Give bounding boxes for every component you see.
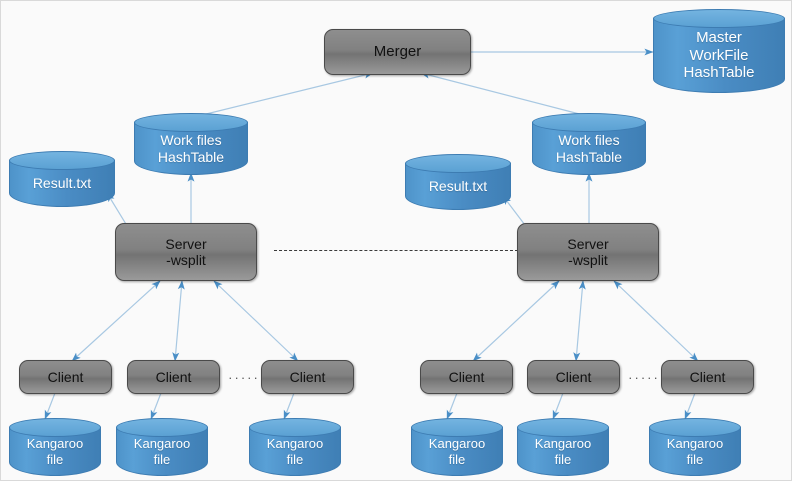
right-file-2-line-2: file xyxy=(554,451,572,467)
node-right-client-2[interactable]: Client xyxy=(527,360,620,394)
right-server-line-1: Server xyxy=(567,235,609,252)
edge-left-server-client-2 xyxy=(172,280,185,362)
node-left-result-file-label: Result.txt xyxy=(32,175,92,192)
edge-right-server-client-3 xyxy=(613,280,699,362)
edge-left-client-file-3 xyxy=(283,392,295,420)
node-left-workfiles-hashtable-label: Work files HashTable xyxy=(134,122,248,175)
node-master-workfile-hashtable[interactable]: Master WorkFile HashTable xyxy=(653,9,785,93)
left-server-line-1: Server xyxy=(165,235,207,252)
right-file-2-line-1: Kangaroo xyxy=(534,436,592,452)
edge-left-server-client-3 xyxy=(213,280,299,362)
cylinder-body xyxy=(249,427,341,476)
node-left-server[interactable]: Server -wsplit xyxy=(115,223,257,281)
node-right-workfiles-hashtable-label: Work files HashTable xyxy=(532,122,646,175)
node-left-result-file[interactable]: Result.txt xyxy=(9,151,115,207)
node-right-kangaroo-file-1[interactable]: Kangaroo file xyxy=(411,418,503,476)
edge-left-server-client-1 xyxy=(71,280,161,362)
edge-left-workfiles-to-merger xyxy=(193,71,374,118)
right-client-ellipsis: ····· xyxy=(628,369,660,385)
node-master-workfile-hashtable-label: Master WorkFile HashTable xyxy=(653,18,785,93)
right-workfiles-line-2: HashTable xyxy=(555,148,623,165)
node-left-kangaroo-file-3[interactable]: Kangaroo file xyxy=(249,418,341,476)
node-right-workfiles-hashtable[interactable]: Work files HashTable xyxy=(532,113,646,175)
master-line-1: Master xyxy=(696,28,742,46)
edge-right-server-client-1 xyxy=(472,280,560,362)
node-left-kangaroo-file-1-label: Kangaroo file xyxy=(9,427,101,476)
right-server-line-2: -wsplit xyxy=(568,252,608,268)
cylinder-body xyxy=(9,160,115,207)
cylinder-top xyxy=(653,9,785,28)
cylinder-body xyxy=(532,122,646,175)
master-line-3: HashTable xyxy=(683,64,755,82)
left-file-1-line-1: Kangaroo xyxy=(26,436,84,452)
right-file-1-line-2: file xyxy=(448,451,466,467)
cylinder-top xyxy=(411,418,503,437)
cluster-separator xyxy=(274,250,518,251)
left-workfiles-line-2: HashTable xyxy=(157,148,225,165)
cylinder-top xyxy=(249,418,341,437)
left-file-1-line-2: file xyxy=(46,451,64,467)
node-left-client-1[interactable]: Client xyxy=(19,360,112,394)
left-file-2-line-2: file xyxy=(153,451,171,467)
edge-right-client-file-1 xyxy=(446,392,458,420)
right-workfiles-line-1: Work files xyxy=(558,131,620,148)
edge-right-server-client-2 xyxy=(573,280,586,362)
node-right-client-1[interactable]: Client xyxy=(420,360,513,394)
cylinder-top xyxy=(649,418,741,437)
left-client-3-label: Client xyxy=(289,368,326,385)
node-left-workfiles-hashtable[interactable]: Work files HashTable xyxy=(134,113,248,175)
right-file-1-line-1: Kangaroo xyxy=(428,436,486,452)
cylinder-body xyxy=(653,18,785,93)
node-right-kangaroo-file-2[interactable]: Kangaroo file xyxy=(517,418,609,476)
left-file-2-line-1: Kangaroo xyxy=(133,436,191,452)
left-file-3-line-1: Kangaroo xyxy=(266,436,324,452)
left-workfiles-line-1: Work files xyxy=(160,131,222,148)
edge-right-client-file-2 xyxy=(552,392,564,420)
node-left-kangaroo-file-2-label: Kangaroo file xyxy=(116,427,208,476)
right-client-1-label: Client xyxy=(448,368,485,385)
left-client-1-label: Client xyxy=(47,368,84,385)
node-right-result-file-label: Result.txt xyxy=(428,178,488,195)
node-right-server[interactable]: Server -wsplit xyxy=(517,223,659,281)
edge-right-client-file-3 xyxy=(684,392,696,420)
node-right-kangaroo-file-2-label: Kangaroo file xyxy=(517,427,609,476)
right-file-3-line-1: Kangaroo xyxy=(666,436,724,452)
right-client-2-label: Client xyxy=(555,368,592,385)
node-merger[interactable]: Merger xyxy=(324,29,471,75)
cylinder-top xyxy=(517,418,609,437)
left-file-3-line-2: file xyxy=(286,451,304,467)
cylinder-top xyxy=(405,154,511,173)
node-left-kangaroo-file-1[interactable]: Kangaroo file xyxy=(9,418,101,476)
cylinder-top xyxy=(9,151,115,170)
cylinder-top xyxy=(134,113,248,132)
edge-right-workfiles-to-merger xyxy=(420,71,592,118)
node-right-client-3[interactable]: Client xyxy=(661,360,754,394)
node-right-kangaroo-file-3[interactable]: Kangaroo file xyxy=(649,418,741,476)
cylinder-top xyxy=(532,113,646,132)
cylinder-top xyxy=(116,418,208,437)
node-left-client-2[interactable]: Client xyxy=(127,360,220,394)
edge-left-client-file-1 xyxy=(44,392,56,420)
node-right-result-file[interactable]: Result.txt xyxy=(405,154,511,210)
node-left-kangaroo-file-3-label: Kangaroo file xyxy=(249,427,341,476)
left-client-ellipsis: ····· xyxy=(228,369,260,385)
cylinder-top xyxy=(9,418,101,437)
edge-left-client-file-2 xyxy=(150,392,162,420)
node-left-client-3[interactable]: Client xyxy=(261,360,354,394)
right-client-3-label: Client xyxy=(689,368,726,385)
master-line-2: WorkFile xyxy=(689,46,749,64)
node-right-kangaroo-file-1-label: Kangaroo file xyxy=(411,427,503,476)
node-right-kangaroo-file-3-label: Kangaroo file xyxy=(649,427,741,476)
left-server-line-2: -wsplit xyxy=(166,252,206,268)
right-file-3-line-2: file xyxy=(686,451,704,467)
node-merger-label: Merger xyxy=(373,43,422,61)
node-left-kangaroo-file-2[interactable]: Kangaroo file xyxy=(116,418,208,476)
left-client-2-label: Client xyxy=(155,368,192,385)
